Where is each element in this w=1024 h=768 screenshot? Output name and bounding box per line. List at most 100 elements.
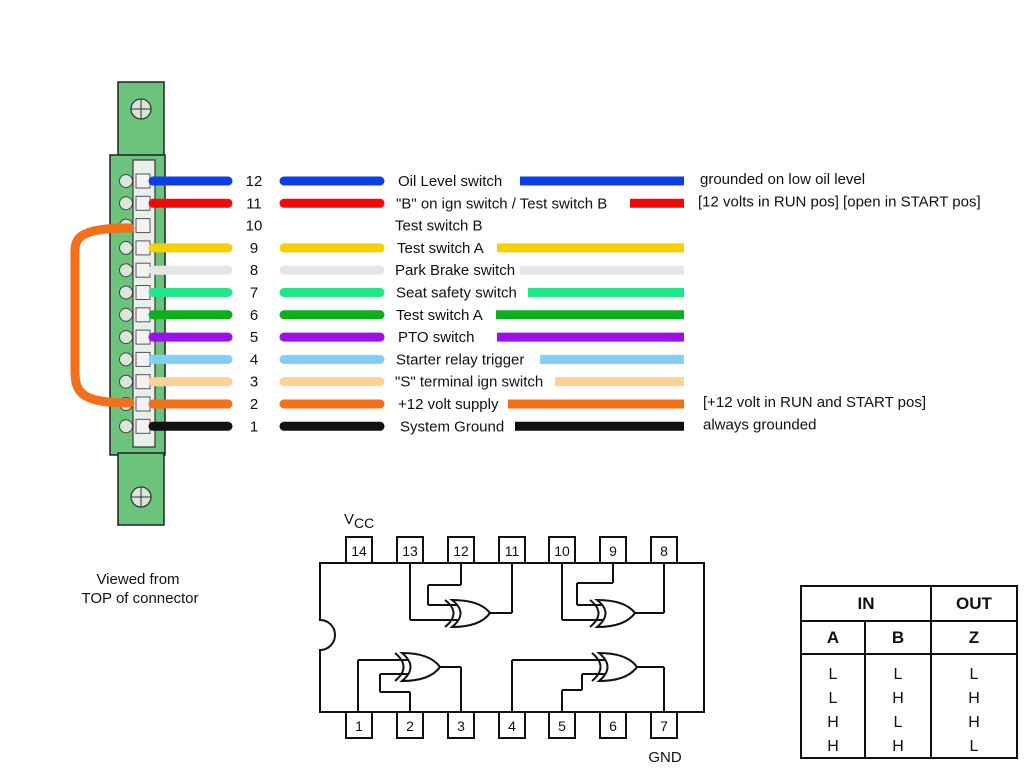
ic-pin-number: 13	[402, 543, 418, 559]
xor-gate-bottom-left	[357, 651, 462, 712]
wire-note: grounded on low oil level	[700, 171, 865, 188]
pin-number: 5	[250, 329, 258, 346]
ic-pin-number: 9	[609, 543, 617, 559]
pin-number: 10	[246, 218, 263, 235]
terminal-screw	[119, 263, 133, 278]
terminal-screw	[119, 174, 133, 188]
truth-table-cell: L	[829, 666, 838, 683]
terminal-screw	[119, 352, 133, 367]
pin-number: 11	[246, 195, 262, 212]
pin-number: 7	[250, 285, 258, 302]
pin-number: 9	[250, 240, 258, 257]
truth-table-cell: L	[894, 714, 903, 731]
xor-gate-top-right	[561, 563, 665, 629]
ic-pin-number: 5	[558, 718, 566, 734]
ic-pin-number: 7	[660, 718, 668, 734]
truth-table-in-header: IN	[858, 594, 875, 613]
wire-label: Test switch A	[397, 240, 484, 257]
terminal-screw	[119, 374, 133, 389]
wire-label: Test switch A	[396, 307, 483, 324]
truth-table-cell: H	[892, 738, 904, 755]
wire-row: 4 Starter relay trigger	[148, 351, 684, 368]
truth-table-cell: L	[970, 738, 979, 755]
xor-gate-bottom-right	[511, 651, 665, 712]
ic-pin-number: 1	[355, 718, 363, 734]
wire-note: [12 volts in RUN pos] [open in START pos…	[698, 193, 981, 210]
terminal-slot	[135, 374, 151, 390]
terminal-slot	[135, 396, 151, 412]
terminal-slot	[135, 218, 151, 234]
pin-number: 2	[250, 396, 258, 413]
terminal-slot	[135, 173, 151, 189]
wire-label: PTO switch	[398, 329, 474, 346]
wire-row: 8 Park Brake switch	[148, 262, 684, 279]
truth-table-cell: H	[827, 714, 839, 731]
jumper-wire	[70, 223, 135, 408]
terminal-slot	[135, 195, 151, 211]
terminal-slot	[135, 240, 151, 256]
wire-label: Seat safety switch	[396, 285, 517, 302]
connector-caption-line2: TOP of connector	[81, 590, 198, 607]
wire-row: 11 "B" on ign switch / Test switch B [12 v…	[148, 193, 981, 212]
pin-number: 3	[250, 374, 258, 391]
wire-label: Oil Level switch	[398, 173, 502, 190]
ic-pin-number: 12	[453, 543, 469, 559]
terminal-screw	[119, 196, 133, 211]
ic-pin-top	[447, 536, 475, 564]
terminal-slot	[135, 329, 151, 345]
wire-row: 3 "S" terminal ign switch	[148, 374, 684, 391]
wire-label: Starter relay trigger	[396, 351, 524, 368]
vcc-label: VCC	[344, 511, 374, 531]
truth-table-cell: H	[892, 690, 904, 707]
truth-table-col-b: B	[892, 628, 904, 647]
mounting-hole-bottom	[130, 486, 152, 508]
pin-number: 4	[250, 351, 258, 368]
ic-pin-number: 10	[554, 543, 570, 559]
ic-pin-number: 2	[406, 718, 414, 734]
wire-label: "S" terminal ign switch	[395, 374, 543, 391]
ic-pin-number: 3	[457, 718, 465, 734]
terminal-slot	[135, 285, 151, 300]
ic-pin-top	[650, 536, 678, 564]
ic-pin-top	[345, 536, 373, 564]
truth-table-cell: L	[829, 690, 838, 707]
terminal-slot	[135, 262, 151, 278]
connector	[70, 81, 166, 526]
terminal-slot	[135, 307, 151, 323]
ic-pin-bottom	[498, 711, 526, 739]
ic-pin-bottom	[599, 711, 627, 739]
wire-row: 5 PTO switch	[148, 329, 684, 346]
truth-table-cell: L	[894, 666, 903, 683]
terminal-slot	[135, 351, 151, 367]
terminal-screw	[119, 285, 133, 300]
pin-number: 8	[250, 262, 258, 279]
truth-table-out-header: OUT	[956, 594, 993, 613]
truth-table-cell: H	[968, 714, 980, 731]
truth-table-cell: L	[970, 666, 979, 683]
wire-label: "B" on ign switch / Test switch B	[396, 195, 607, 212]
ic-pin-bottom	[447, 711, 475, 739]
wire-label: System Ground	[400, 418, 504, 435]
wire-label: Park Brake switch	[395, 262, 515, 279]
wire-row: 9 Test switch A	[148, 240, 684, 257]
wire-row: 2+12 volt supply[+12 volt in RUN and STA…	[148, 394, 926, 413]
ic-pin-top	[548, 536, 576, 564]
mounting-hole-top	[130, 98, 152, 120]
ic-pin-number: 11	[505, 543, 520, 559]
xor-gate-top-left	[409, 563, 513, 629]
truth-table-cell: H	[827, 738, 839, 755]
wire-label: Test switch B	[395, 218, 483, 235]
wire-row: 10 Test switch B	[246, 218, 483, 235]
terminal-slot	[135, 418, 151, 434]
gnd-label: GND	[648, 749, 682, 766]
wire-note: always grounded	[703, 416, 816, 433]
ic-pin-number: 8	[660, 543, 668, 559]
terminal-screw	[119, 307, 133, 322]
